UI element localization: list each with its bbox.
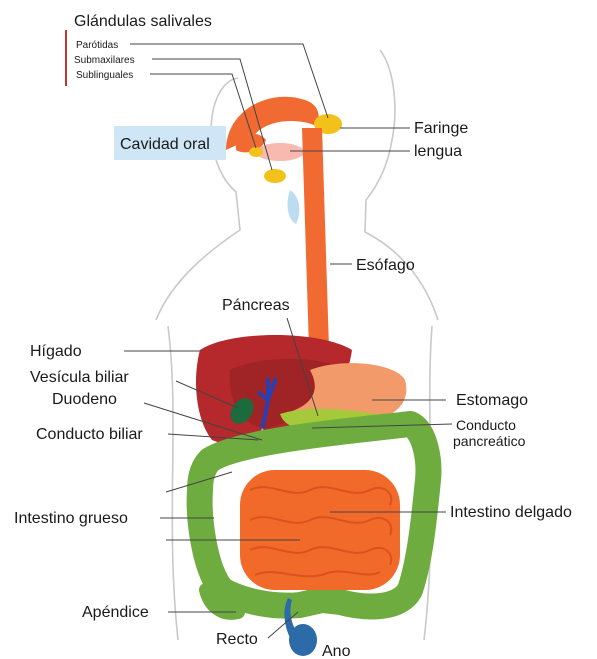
- label-submaxilares: Submaxilares: [74, 55, 135, 66]
- submaxillary-gland: [264, 169, 286, 183]
- label-conducto-biliar: Conducto biliar: [36, 426, 143, 443]
- label-glandulas-salivales: Glándulas salivales: [74, 13, 212, 30]
- label-vesicula-biliar: Vesícula biliar: [30, 369, 129, 386]
- label-esofago: Esófago: [356, 257, 415, 274]
- label-cavidad-oral: Cavidad oral: [120, 136, 210, 153]
- label-duodeno: Duodeno: [52, 391, 117, 408]
- sublingual-gland: [249, 147, 263, 157]
- trachea: [288, 190, 300, 224]
- label-higado: Hígado: [30, 343, 82, 360]
- small-intestine: [240, 470, 400, 590]
- label-faringe: Faringe: [414, 120, 468, 137]
- label-conducto-pancreatico-1: Conducto: [456, 417, 516, 433]
- label-parotidas: Parótidas: [76, 40, 118, 51]
- label-lengua: lengua: [414, 143, 462, 160]
- label-estomago: Estomago: [456, 392, 528, 409]
- label-recto: Recto: [216, 631, 258, 648]
- label-sublinguales: Sublinguales: [76, 70, 133, 81]
- label-conducto-pancreatico-2: pancreático: [453, 433, 526, 449]
- label-intestino-grueso: Intestino grueso: [14, 510, 128, 527]
- label-intestino-delgado: Intestino delgado: [450, 504, 572, 521]
- label-apendice: Apéndice: [82, 604, 149, 621]
- label-pancreas: Páncreas: [222, 297, 290, 314]
- label-ano: Ano: [322, 643, 351, 659]
- anus: [289, 624, 317, 656]
